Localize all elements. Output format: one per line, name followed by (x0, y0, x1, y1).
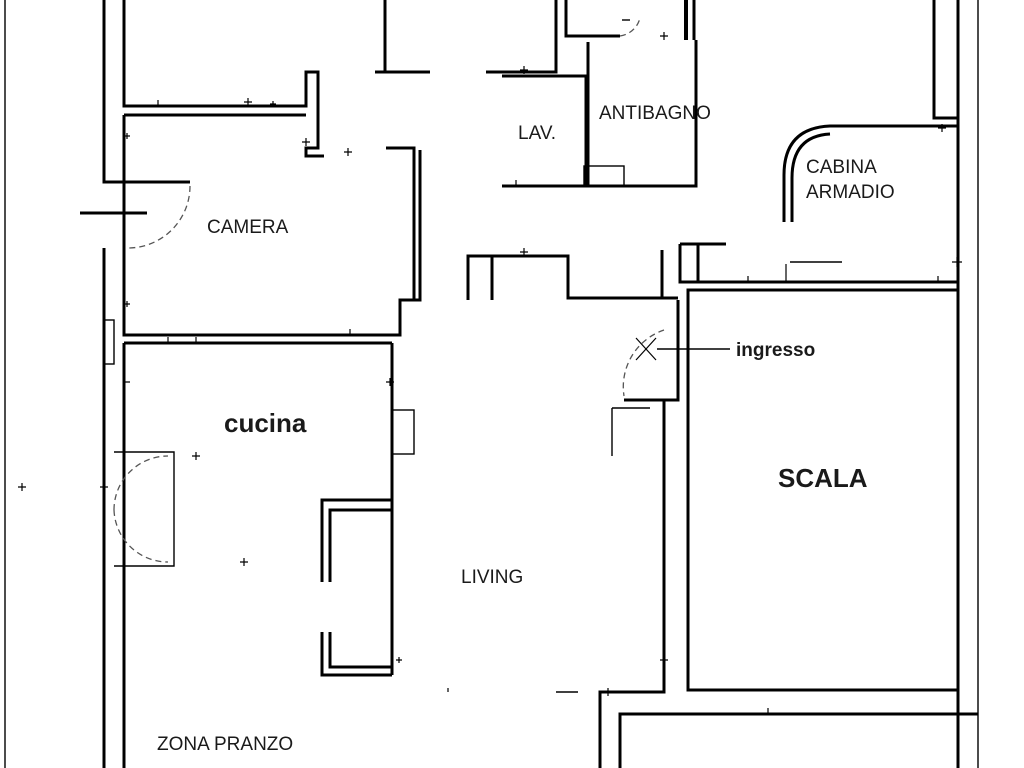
label-cucina: cucina (224, 408, 307, 438)
room-labels: CAMERA LAV. ANTIBAGNO CABINA ARMADIO ing… (157, 103, 895, 755)
fixtures (556, 0, 842, 693)
bathroom-walls (502, 40, 698, 188)
wardrobe-walls (782, 0, 958, 222)
label-lav: LAV. (518, 123, 556, 144)
entrance-walls (598, 300, 680, 768)
label-antibagno: ANTIBAGNO (599, 103, 711, 124)
label-scala: SCALA (778, 463, 868, 493)
label-ingresso: ingresso (736, 340, 815, 361)
label-camera: CAMERA (207, 217, 289, 238)
lower-right-walls (618, 712, 978, 768)
upper-walls (122, 0, 696, 337)
stair-walls (686, 288, 960, 768)
label-living: LIVING (461, 567, 523, 588)
kitchen-walls (103, 319, 415, 768)
label-cabina: CABINA (806, 157, 877, 178)
label-armadio: ARMADIO (806, 182, 895, 203)
dimension-ticks (18, 32, 962, 714)
corridor-walls (466, 242, 958, 300)
outer-boundary (4, 0, 979, 768)
door-swings (113, 17, 665, 563)
label-zona-pranzo: ZONA PRANZO (157, 734, 293, 755)
